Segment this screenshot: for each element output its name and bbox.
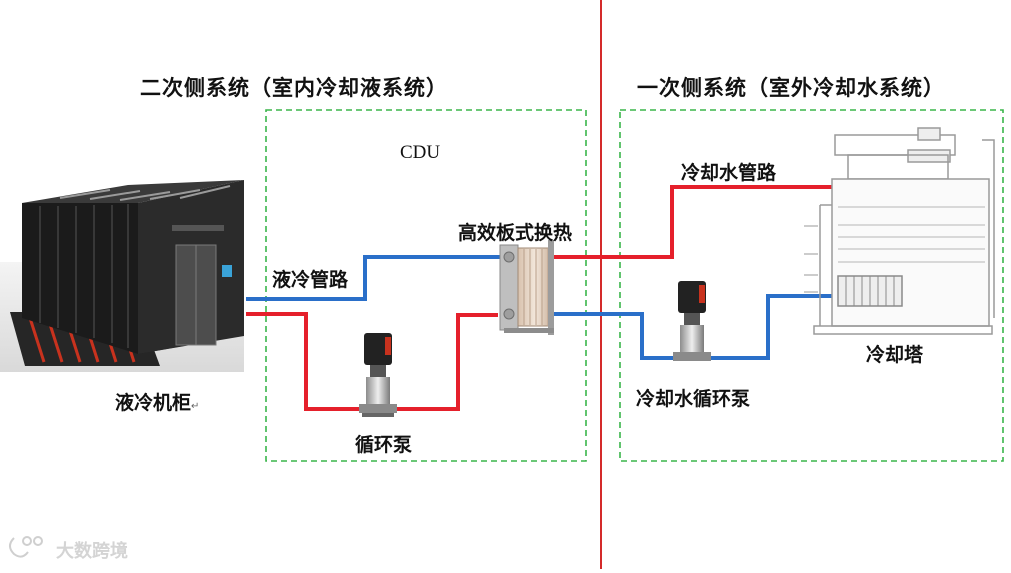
circulation-pump — [359, 333, 397, 417]
liquid-cooling-cabinet — [0, 180, 244, 372]
primary-boundary — [619, 109, 1004, 462]
cabinet-label-text: 液冷机柜 — [115, 392, 192, 414]
cdu-boundary — [265, 109, 587, 462]
primary-cold-pipe — [518, 294, 832, 360]
cdu-label: CDU — [400, 142, 441, 163]
watermark-logo-icon — [9, 536, 43, 558]
primary-system-title: 一次侧系统（室外冷却水系统） — [637, 76, 945, 100]
circulation-pump-label: 循环泵 — [355, 434, 413, 456]
cooling-water-pump-label: 冷却水循环泵 — [636, 388, 751, 410]
cabinet-label-mark: ↵ — [191, 401, 200, 412]
secondary-cold-pipe — [246, 255, 500, 301]
cabinet-label: 液冷机柜↵ — [115, 388, 199, 415]
cooling-water-pump — [673, 281, 711, 361]
primary-hot-pipe — [518, 185, 832, 259]
watermark-text: 大数跨境 — [56, 541, 128, 562]
secondary-system-title: 二次侧系统（室内冷却液系统） — [140, 76, 448, 100]
cooling-tower — [804, 127, 995, 335]
plate-heat-exchanger — [499, 240, 554, 335]
cooling-water-pipe-label: 冷却水管路 — [681, 162, 777, 184]
cooling-tower-label: 冷却塔 — [866, 344, 924, 366]
liquid-pipe-label: 液冷管路 — [272, 269, 349, 291]
heat-exchanger-label: 高效板式换热 — [458, 222, 573, 244]
